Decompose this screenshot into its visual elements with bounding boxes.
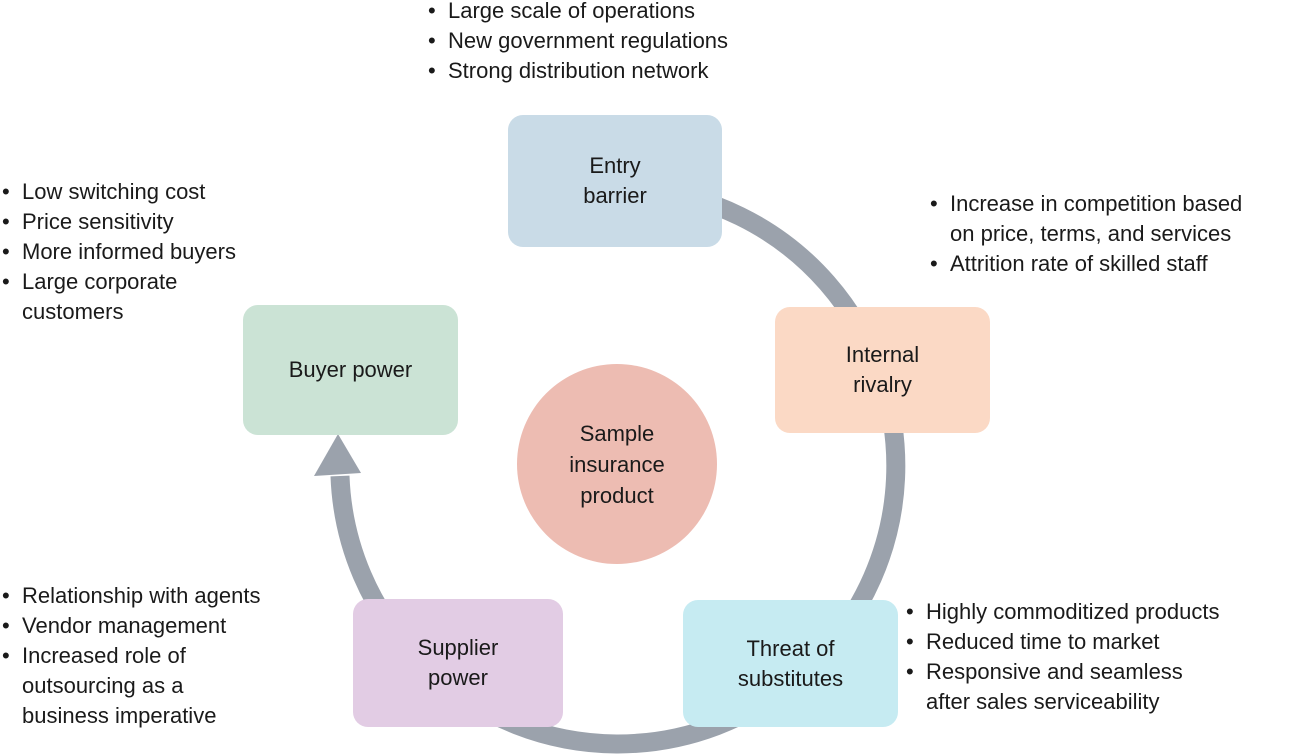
bullet-item: Large scale of operations	[428, 0, 828, 26]
bullet-item: Attrition rate of skilled staff	[930, 249, 1302, 279]
bullet-list-entry-barrier: Large scale of operationsNew government …	[428, 0, 828, 86]
bullet-list-internal-rivalry: Increase in competition based on price, …	[930, 189, 1302, 279]
bullet-item: Reduced time to market	[906, 627, 1302, 657]
bullet-list-threat-of-substitutes: Highly commoditized productsReduced time…	[906, 597, 1302, 717]
bullet-item: Relationship with agents	[2, 581, 342, 611]
bullet-item: Strong distribution network	[428, 56, 828, 86]
center-circle-label: Sample insurance product	[569, 420, 665, 508]
force-label-entry-barrier: Entry barrier	[583, 153, 647, 208]
force-label-buyer-power: Buyer power	[288, 357, 413, 382]
bullet-list-supplier-power: Relationship with agentsVendor managemen…	[2, 581, 342, 731]
bullet-item: Large corporate customers	[2, 267, 332, 327]
bullet-item: More informed buyers	[2, 237, 332, 267]
bullet-item: Highly commoditized products	[906, 597, 1302, 627]
bullet-item: Low switching cost	[2, 177, 332, 207]
bullet-item: New government regulations	[428, 26, 828, 56]
arrow-head-icon	[314, 434, 361, 476]
force-label-supplier-power: Supplier power	[417, 635, 499, 690]
force-box-threat-of-substitutes: Threat of substitutes	[683, 600, 898, 727]
bullet-list-buyer-power: Low switching costPrice sensitivityMore …	[2, 177, 332, 327]
bullet-item: Price sensitivity	[2, 207, 332, 237]
bullet-item: Responsive and seamless after sales serv…	[906, 657, 1302, 717]
force-box-supplier-power: Supplier power	[353, 599, 563, 727]
force-label-threat-of-substitutes: Threat of substitutes	[737, 635, 844, 691]
force-box-entry-barrier: Entry barrier	[508, 115, 722, 247]
center-circle-sample-insurance-product: Sample insurance product	[517, 364, 717, 564]
bullet-item: Vendor management	[2, 611, 342, 641]
bullet-item: Increase in competition based on price, …	[930, 189, 1302, 249]
force-label-internal-rivalry: Internal rivalry	[845, 342, 920, 397]
bullet-item: Increased role of outsourcing as a busin…	[2, 641, 342, 731]
force-box-internal-rivalry: Internal rivalry	[775, 307, 990, 433]
